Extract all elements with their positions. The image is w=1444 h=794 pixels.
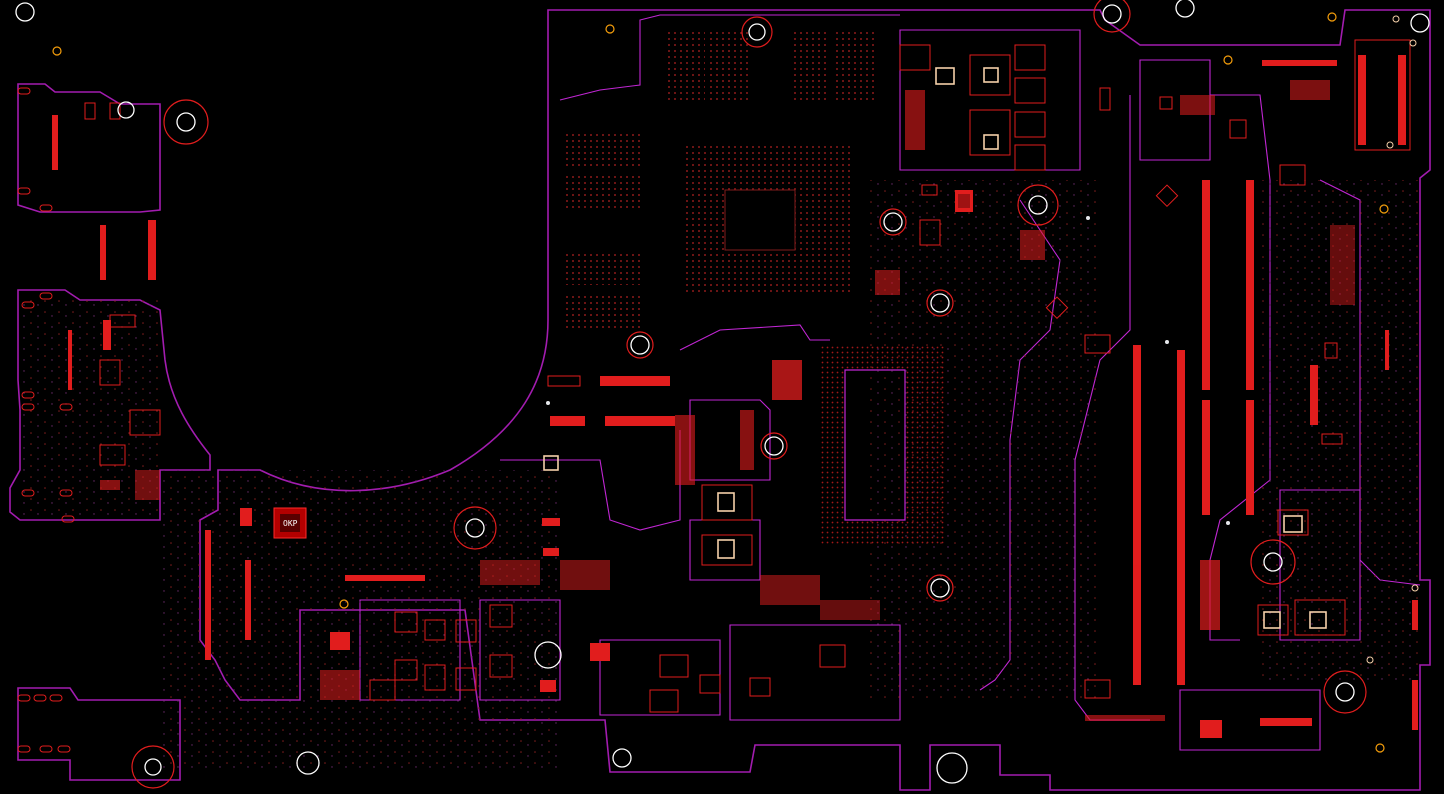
scatter-vias: [18, 180, 1420, 770]
mounting-holes: [15, 0, 1430, 789]
power-mosfets: [543, 44, 1346, 699]
display-connector: [1354, 39, 1411, 151]
left-io-connector: [52, 115, 156, 280]
inductors-small-ics: [84, 87, 1343, 713]
chip-marking: OKP: [283, 519, 298, 528]
ram-chip-pads: [565, 30, 875, 330]
edge-pads: [17, 87, 75, 753]
test-points: [52, 12, 1419, 753]
dimm-slot-a: [1133, 180, 1254, 685]
smd-components: [68, 80, 1418, 738]
bga-cpu-area: [685, 145, 850, 295]
connector-pad-rows: [345, 60, 1337, 726]
embedded-controller-chip: OKP: [273, 507, 307, 539]
